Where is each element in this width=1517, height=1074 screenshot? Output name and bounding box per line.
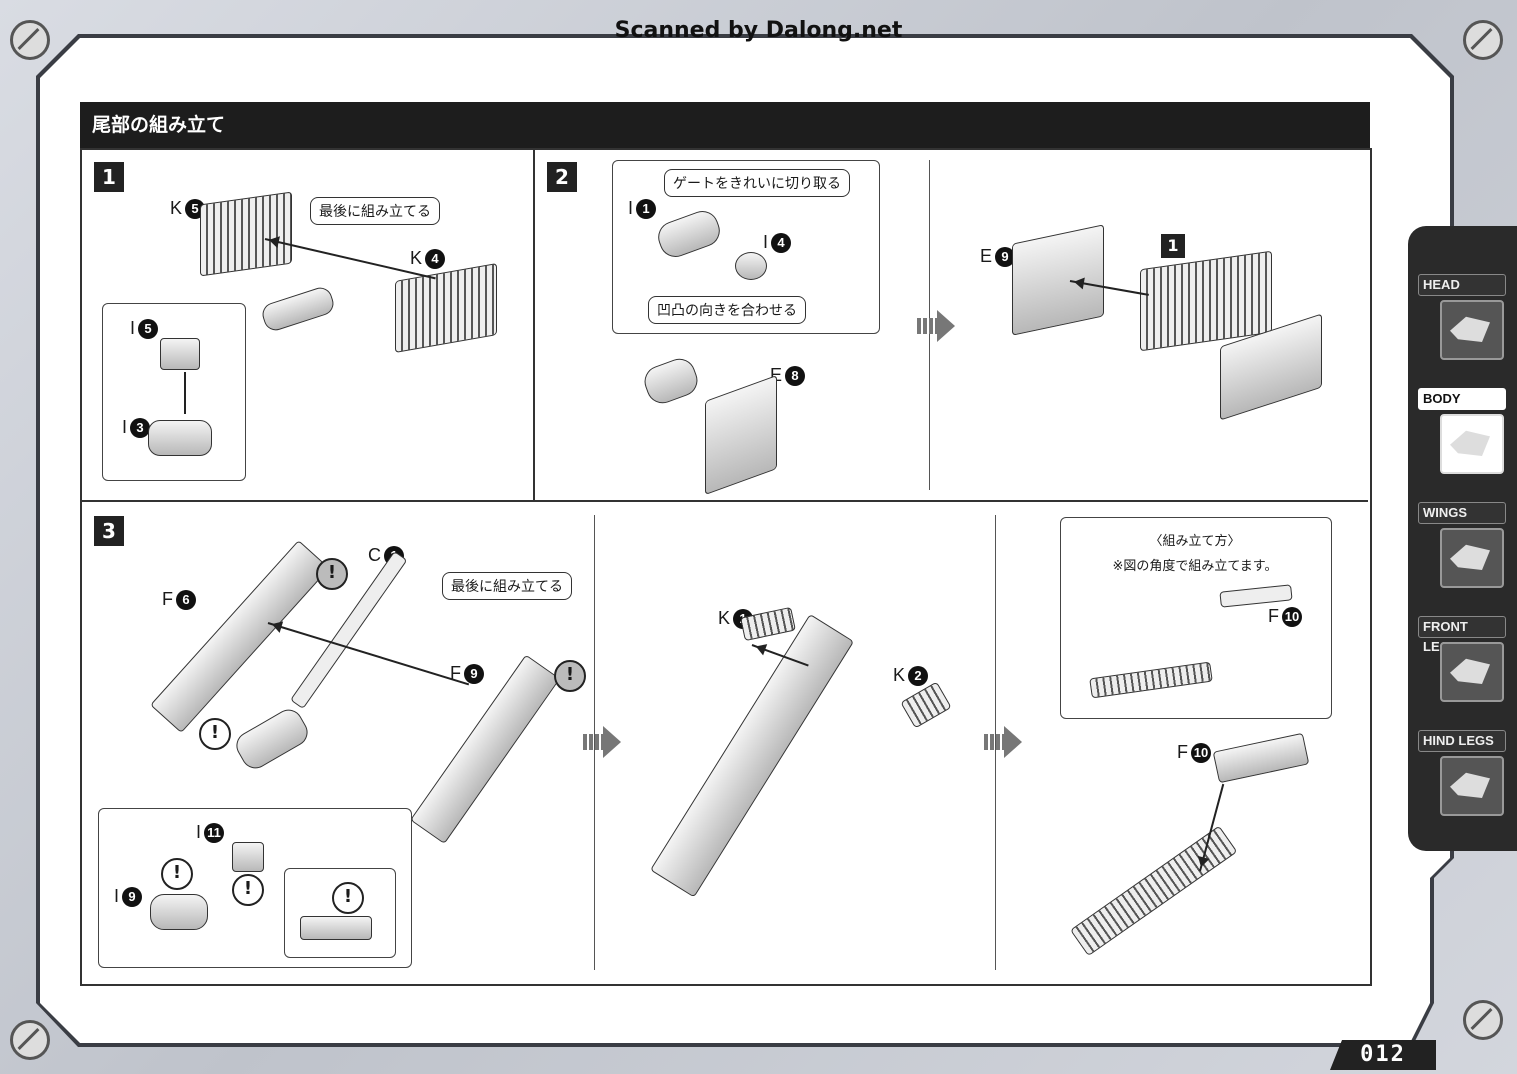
warning-icon: ! xyxy=(554,660,586,692)
next-arrow-icon xyxy=(984,726,1022,758)
part-i5 xyxy=(160,338,200,370)
warning-icon: ! xyxy=(316,558,348,590)
row-divider xyxy=(82,500,1368,502)
step-number: 1 xyxy=(94,162,124,192)
callout-align-notch: 凹凸の向きを合わせる xyxy=(648,296,806,324)
tab-front-legs[interactable]: FRONT LEGS xyxy=(1418,616,1506,702)
warning-icon: ! xyxy=(232,874,264,906)
corner-screw-icon xyxy=(10,1020,50,1060)
front-legs-icon xyxy=(1440,642,1504,702)
tab-hind-legs[interactable]: HIND LEGS xyxy=(1418,730,1506,816)
part-i4 xyxy=(735,252,767,280)
warning-icon: ! xyxy=(332,882,364,914)
tab-wings[interactable]: WINGS xyxy=(1418,502,1506,588)
step-divider xyxy=(533,150,535,500)
wings-icon xyxy=(1440,528,1504,588)
part-e9 xyxy=(1012,224,1104,336)
warning-icon: ! xyxy=(161,858,193,890)
callout-assemble-last: 最後に組み立てる xyxy=(442,572,572,600)
page-number: 012 xyxy=(1330,1040,1436,1070)
part-i11 xyxy=(232,842,264,872)
part-detail xyxy=(300,916,372,940)
scan-credit: Scanned by Dalong.net xyxy=(614,18,903,43)
body-icon xyxy=(1440,414,1504,474)
ref-step-number: 1 xyxy=(1161,234,1185,258)
next-arrow-icon xyxy=(583,726,621,758)
part-k5-frame xyxy=(200,191,292,277)
corner-screw-icon xyxy=(1463,20,1503,60)
detail-arrow xyxy=(184,372,186,414)
callout-assemble-last: 最後に組み立てる xyxy=(310,197,440,225)
detail-inset xyxy=(284,868,396,958)
corner-screw-icon xyxy=(1463,1000,1503,1040)
section-title: 尾部の組み立て xyxy=(80,102,1370,148)
part-i3 xyxy=(148,420,212,456)
assembly-method-title: 〈組み立て方〉 xyxy=(1149,534,1241,549)
step-number: 2 xyxy=(547,162,577,192)
corner-screw-icon xyxy=(10,20,50,60)
head-icon xyxy=(1440,300,1504,360)
assembly-method-note: ※図の角度で組み立てます。 xyxy=(1112,559,1278,574)
tab-head[interactable]: HEAD xyxy=(1418,274,1506,360)
hind-legs-icon xyxy=(1440,756,1504,816)
callout-cut-gate: ゲートをきれいに切り取る xyxy=(664,169,850,197)
step-number: 3 xyxy=(94,516,124,546)
warning-icon: ! xyxy=(199,718,231,750)
part-i9 xyxy=(150,894,208,930)
next-arrow-icon xyxy=(917,310,955,342)
tab-body[interactable]: BODY xyxy=(1418,388,1506,474)
